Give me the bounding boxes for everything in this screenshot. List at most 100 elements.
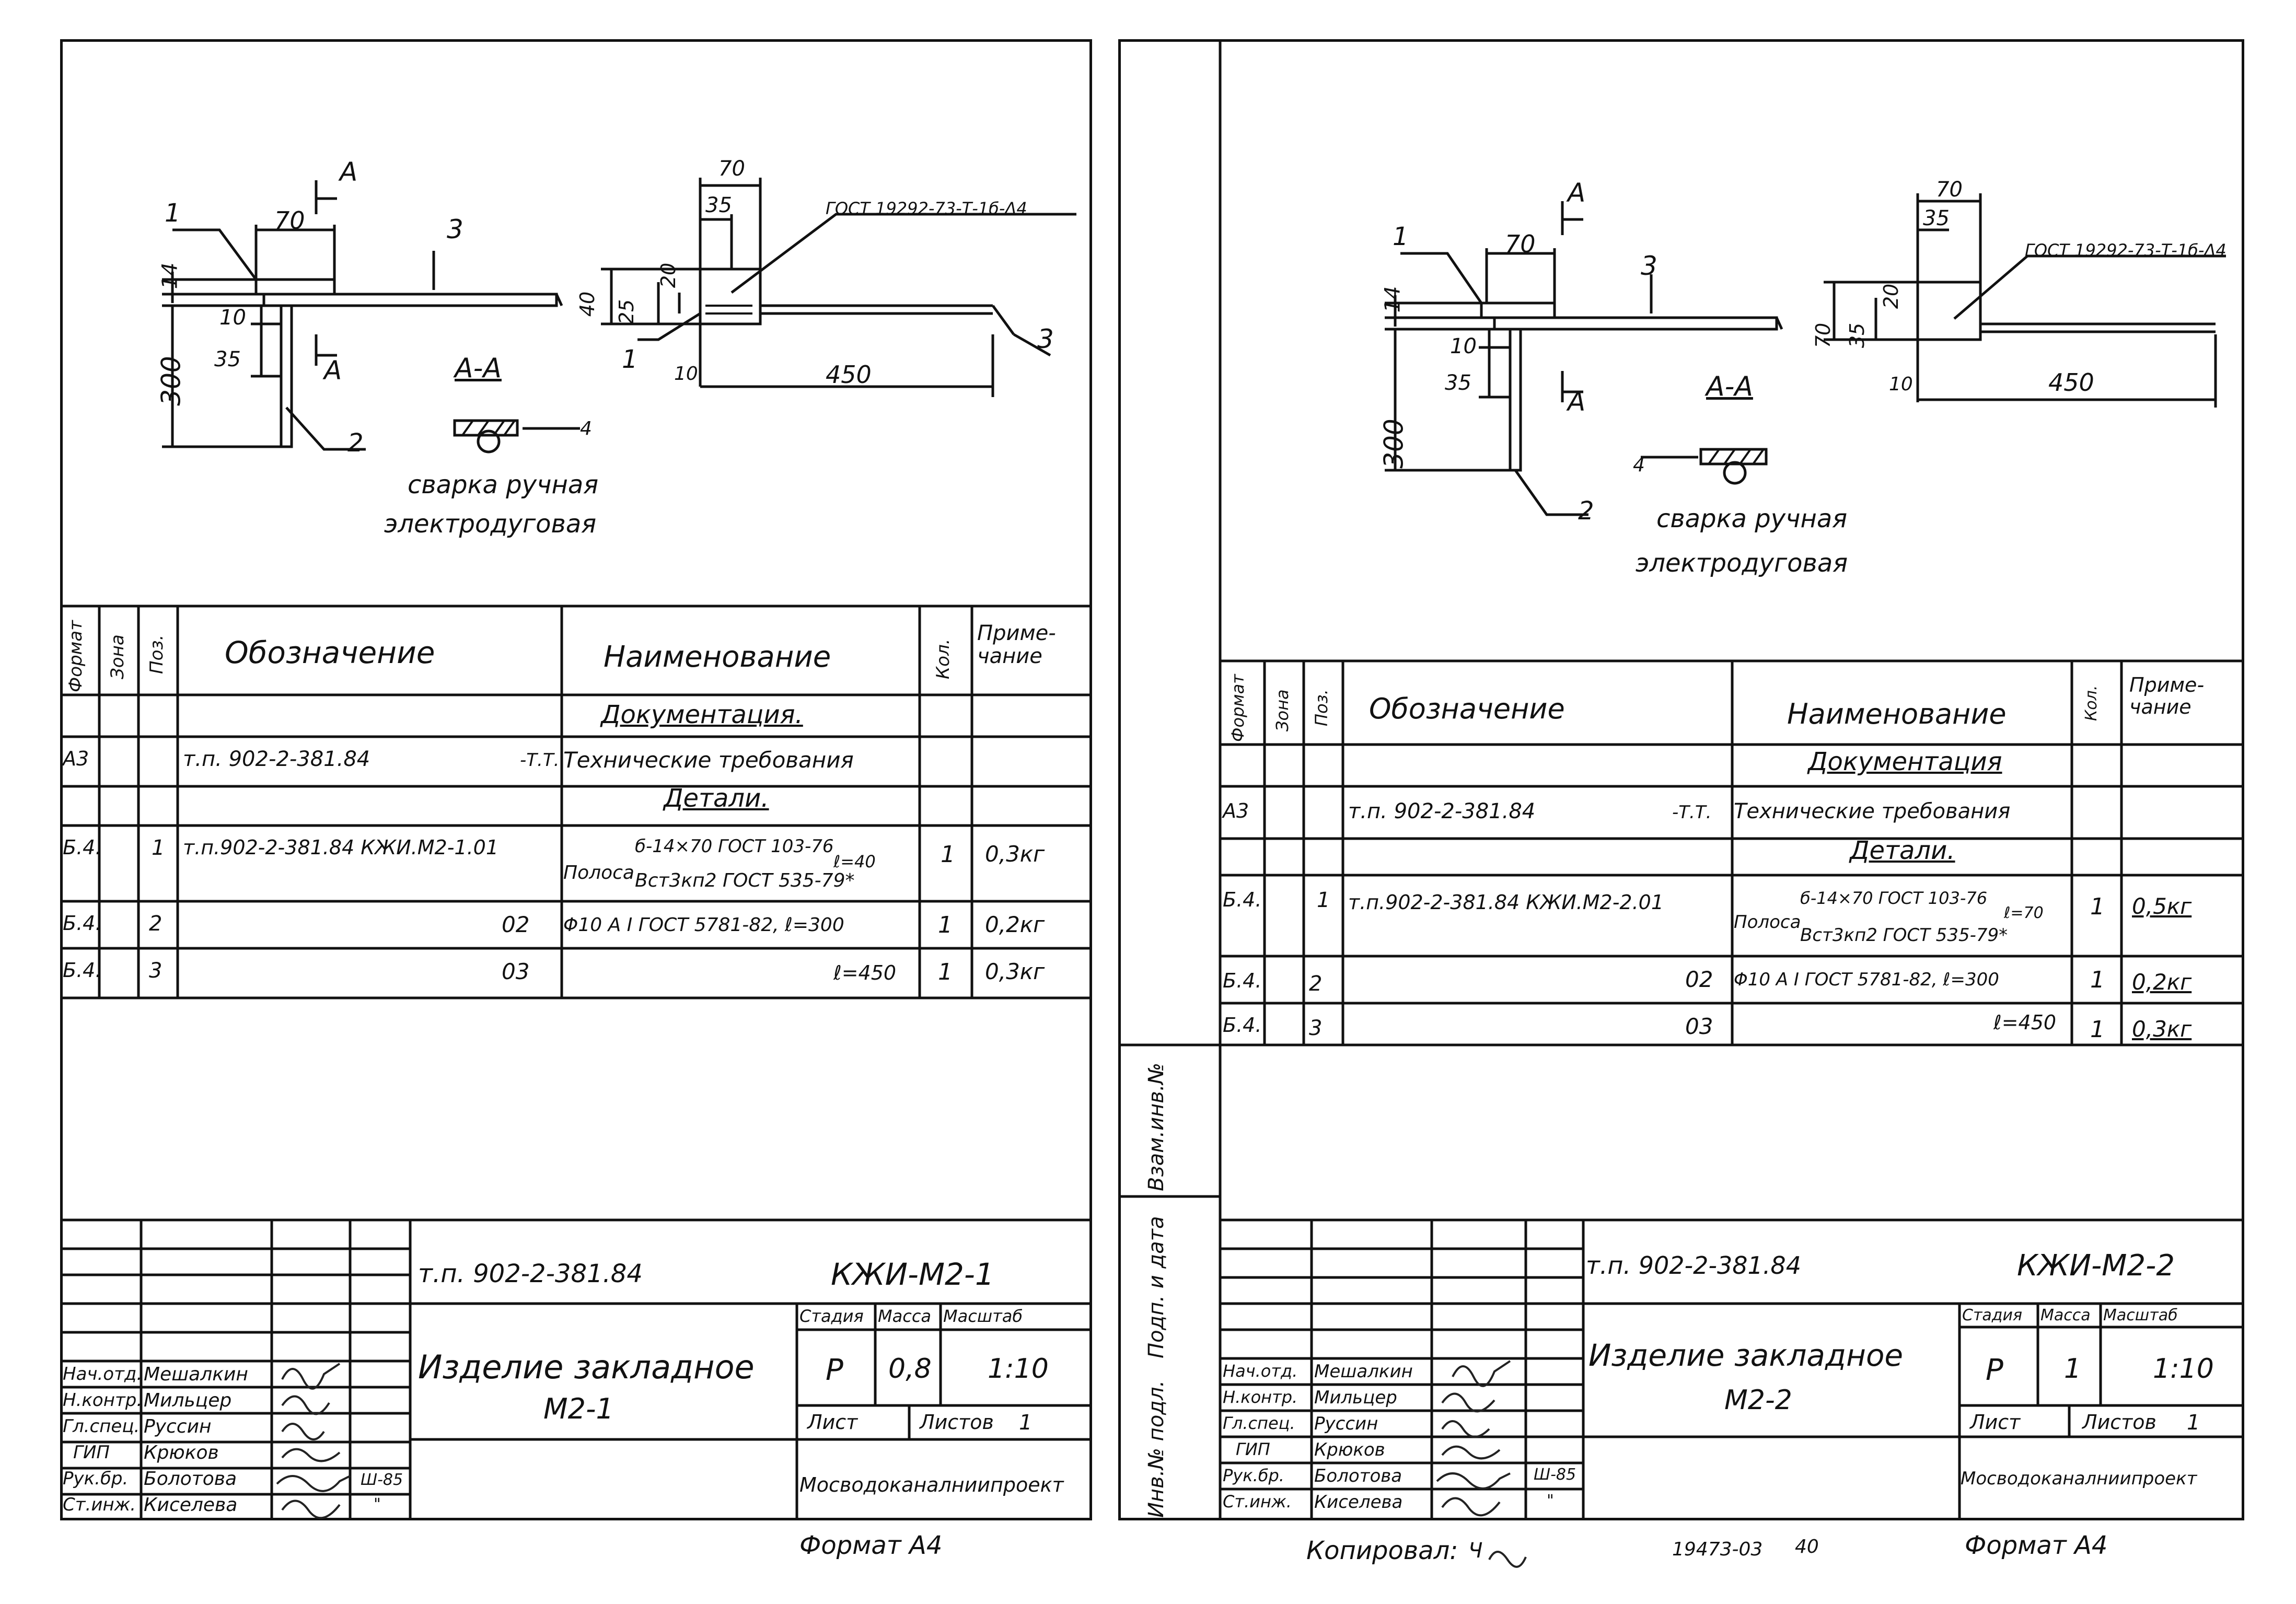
right-stamp-inv: Инв.№ подл.: [1144, 1380, 1168, 1518]
left-row2-designation: т.п.902-2-381.84 КЖИ.М2-1.01: [183, 836, 499, 859]
left-spec-h-note: Приме-чание: [977, 621, 1056, 668]
right-row2-qty: 1: [2090, 893, 2105, 920]
right-tb-scale-label: Масштаб: [2103, 1306, 2178, 1324]
left-row4-qty: 1: [938, 959, 953, 985]
right-callout-1: 1: [1393, 222, 1409, 251]
right-tb-role-2: Н.контр.: [1223, 1387, 1298, 1407]
left-tb-date-a: Ш-85: [361, 1471, 403, 1489]
right-row4-designation: 03: [1685, 1014, 1713, 1039]
left-row1-format: А3: [63, 747, 89, 770]
left-tb-role-2: Н.контр.: [63, 1390, 143, 1411]
left-section-marker-bottom: А: [324, 355, 342, 386]
right-dim-35-top: 35: [1923, 206, 1950, 230]
left-dim-70: 70: [274, 206, 305, 235]
signature-r2: [1441, 1392, 1495, 1413]
left-row2-qty: 1: [941, 841, 955, 868]
signature-6: [281, 1500, 341, 1519]
right-tb-mass-label: Масса: [2040, 1306, 2091, 1324]
left-tb-name-1: Мешалкин: [144, 1364, 248, 1385]
left-dim-10b: 10: [674, 363, 698, 385]
copy-signature: [1488, 1551, 1527, 1568]
right-tb-name-1: Мешалкин: [1314, 1361, 1413, 1382]
right-callout-3: 3: [1641, 251, 1657, 281]
right-dim-35: 35: [1445, 371, 1471, 395]
right-tb-name-2: Мильцер: [1314, 1387, 1397, 1408]
right-tb-sheets-label: Листов: [2082, 1411, 2156, 1434]
left-footer-format: Формат А4: [799, 1531, 943, 1560]
left-row2-format: Б.4.: [63, 836, 102, 859]
signature-r1: [1452, 1360, 1511, 1387]
left-tb-sheets-label: Листов: [920, 1411, 994, 1434]
right-dim-20: 20: [1880, 283, 1903, 309]
left-dim-35-top: 35: [705, 193, 732, 217]
left-tb-stage-label: Стадия: [799, 1306, 864, 1326]
right-stamp-sign: Подп. и дата: [1144, 1216, 1168, 1358]
left-row4-note: 0,3кг: [985, 959, 1045, 984]
copied-by-sign: Ч: [1468, 1539, 1483, 1563]
right-tb-name-6: Киселева: [1314, 1492, 1403, 1513]
left-row4-name: ℓ=450: [833, 961, 897, 984]
left-tb-name-2: Мильцер: [144, 1390, 232, 1411]
signature-r6: [1441, 1497, 1501, 1517]
left-row2-name-a: б-14×70 ГОСТ 103-76: [635, 836, 834, 857]
left-tb-role-3: Гл.спец.: [63, 1416, 140, 1437]
right-row4-format: Б.4.: [1223, 1014, 1262, 1037]
right-tb-role-6: Ст.инж.: [1223, 1492, 1292, 1512]
right-tb-scale: 1:10: [2153, 1353, 2214, 1385]
left-spec-h-designation: Обозначение: [225, 635, 435, 670]
left-callout-2: 2: [347, 428, 364, 458]
right-row2-name-a: б-14×70 ГОСТ 103-76: [1800, 888, 1988, 908]
left-row1-name: Технические требования: [563, 747, 854, 773]
right-spec-h-pos: Поз.: [1312, 689, 1331, 726]
order-number: 19473-03: [1672, 1539, 1763, 1560]
right-spec-section-parts: Детали.: [1850, 836, 1955, 865]
left-tb-name-3: Руссин: [144, 1416, 212, 1437]
right-row3-name: Φ10 А I ГОСТ 5781-82, ℓ=300: [1734, 969, 1999, 990]
left-dim-70-top: 70: [718, 157, 745, 181]
left-weld-note-2: электродуговая: [384, 509, 597, 539]
right-tb-name-4: Крюков: [1314, 1439, 1385, 1460]
left-row4-format: Б.4.: [63, 959, 102, 982]
right-dim-70: 70: [1505, 230, 1536, 258]
left-tb-date-b: ": [374, 1495, 381, 1514]
right-row2-format: Б.4.: [1223, 888, 1262, 911]
right-tb-project: т.п. 902-2-381.84: [1586, 1251, 1801, 1280]
right-dim-70-top: 70: [1936, 178, 1963, 202]
right-row3-format: Б.4.: [1223, 969, 1262, 992]
left-tb-org: Мосводоканалниипроект: [799, 1473, 1064, 1496]
right-spec-h-designation: Обозначение: [1369, 692, 1565, 725]
right-row2-name: Полоса: [1734, 912, 1801, 933]
left-tb-role-4: ГИП: [73, 1442, 110, 1463]
right-tb-mass: 1: [2064, 1353, 2082, 1385]
left-spec-section-parts: Детали.: [664, 784, 769, 813]
left-tb-role-1: Нач.отд.: [63, 1364, 143, 1385]
left-row1-suffix: -Т.Т.: [520, 750, 560, 771]
left-callout-3: 3: [447, 214, 463, 245]
right-callout-2: 2: [1578, 496, 1594, 526]
right-row3-note: 0,2кг: [2132, 969, 2192, 995]
left-section-title: А-А: [455, 353, 502, 384]
left-tb-sheets: 1: [1019, 1411, 1033, 1435]
right-tb-product-1: Изделие закладное: [1588, 1338, 1904, 1373]
right-row4-note: 0,3кг: [2132, 1016, 2192, 1042]
right-dim-300: 300: [1378, 419, 1409, 469]
left-row4-pos: 3: [149, 959, 163, 983]
right-tb-stage: Р: [1986, 1353, 2003, 1387]
left-dim-10: 10: [219, 306, 246, 330]
right-row4-qty: 1: [2090, 1016, 2105, 1043]
left-tb-name-5: Болотова: [144, 1468, 237, 1490]
sheet-left: [60, 39, 1092, 1520]
right-tb-role-3: Гл.спец.: [1223, 1413, 1295, 1433]
left-tb-stage: Р: [826, 1353, 843, 1387]
right-row3-qty: 1: [2090, 967, 2105, 993]
left-tb-product-2: М2-1: [543, 1392, 614, 1425]
right-row1-name: Технические требования: [1734, 799, 2011, 823]
left-row2-pos: 1: [152, 836, 165, 860]
right-gost-note: ГОСТ 19292-73-Т-1б-Δ4: [2025, 240, 2227, 260]
left-dim-450: 450: [826, 361, 872, 389]
left-tb-name-6: Киселева: [144, 1494, 238, 1516]
right-row3-pos: 2: [1309, 972, 1323, 996]
right-tb-role-4: ГИП: [1236, 1439, 1270, 1459]
right-section-marker-top: А: [1568, 178, 1586, 208]
right-dim-10b: 10: [1889, 374, 1913, 395]
